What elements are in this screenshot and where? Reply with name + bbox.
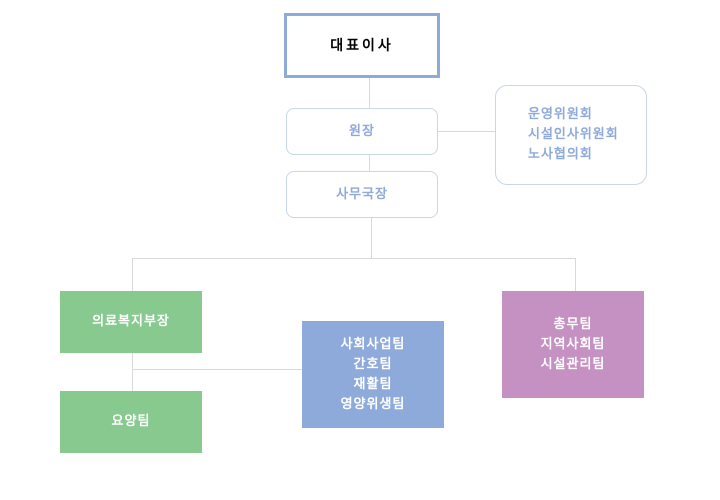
connector-medical-nursing <box>132 353 133 391</box>
director-label: 원장 <box>349 123 375 139</box>
general-affairs-box: 총무팀 지역사회팀 시설관리팀 <box>502 291 644 398</box>
committee-item: 시설인사위원회 <box>528 127 619 142</box>
connector-ceo-director <box>369 78 370 108</box>
connector-branch-general <box>575 258 576 291</box>
connector-secretary-branch <box>371 218 372 258</box>
committee-item: 노사협의회 <box>528 147 593 162</box>
medical-welfare-head-box: 의료복지부장 <box>60 291 202 353</box>
medical-welfare-head-label: 의료복지부장 <box>92 314 170 329</box>
general-team-item: 지역사회팀 <box>540 336 606 352</box>
connector-medical-social <box>132 369 302 370</box>
connector-director-committees <box>438 131 495 132</box>
nursing-team-box: 요양팀 <box>60 391 202 453</box>
social-team-item: 영양위생팀 <box>340 396 406 412</box>
connector-director-secretary <box>369 155 370 171</box>
social-team-item: 간호팀 <box>353 356 393 372</box>
nursing-team-label: 요양팀 <box>111 414 151 429</box>
secretary-general-label: 사무국장 <box>336 186 388 202</box>
secretary-general-box: 사무국장 <box>286 171 438 218</box>
director-box: 원장 <box>286 108 438 155</box>
committees-box: 운영위원회 시설인사위원회 노사협의회 <box>495 85 647 185</box>
ceo-box: 대표이사 <box>284 13 440 78</box>
general-team-item: 총무팀 <box>553 316 593 332</box>
connector-branch-horizontal <box>132 258 576 259</box>
social-team-item: 재활팀 <box>353 376 393 392</box>
committee-item: 운영위원회 <box>528 107 593 122</box>
social-teams-box: 사회사업팀 간호팀 재활팀 영양위생팀 <box>302 321 444 428</box>
connector-branch-medical <box>132 258 133 291</box>
ceo-label: 대표이사 <box>330 37 394 54</box>
general-team-item: 시설관리팀 <box>540 356 606 372</box>
social-team-item: 사회사업팀 <box>340 336 406 352</box>
